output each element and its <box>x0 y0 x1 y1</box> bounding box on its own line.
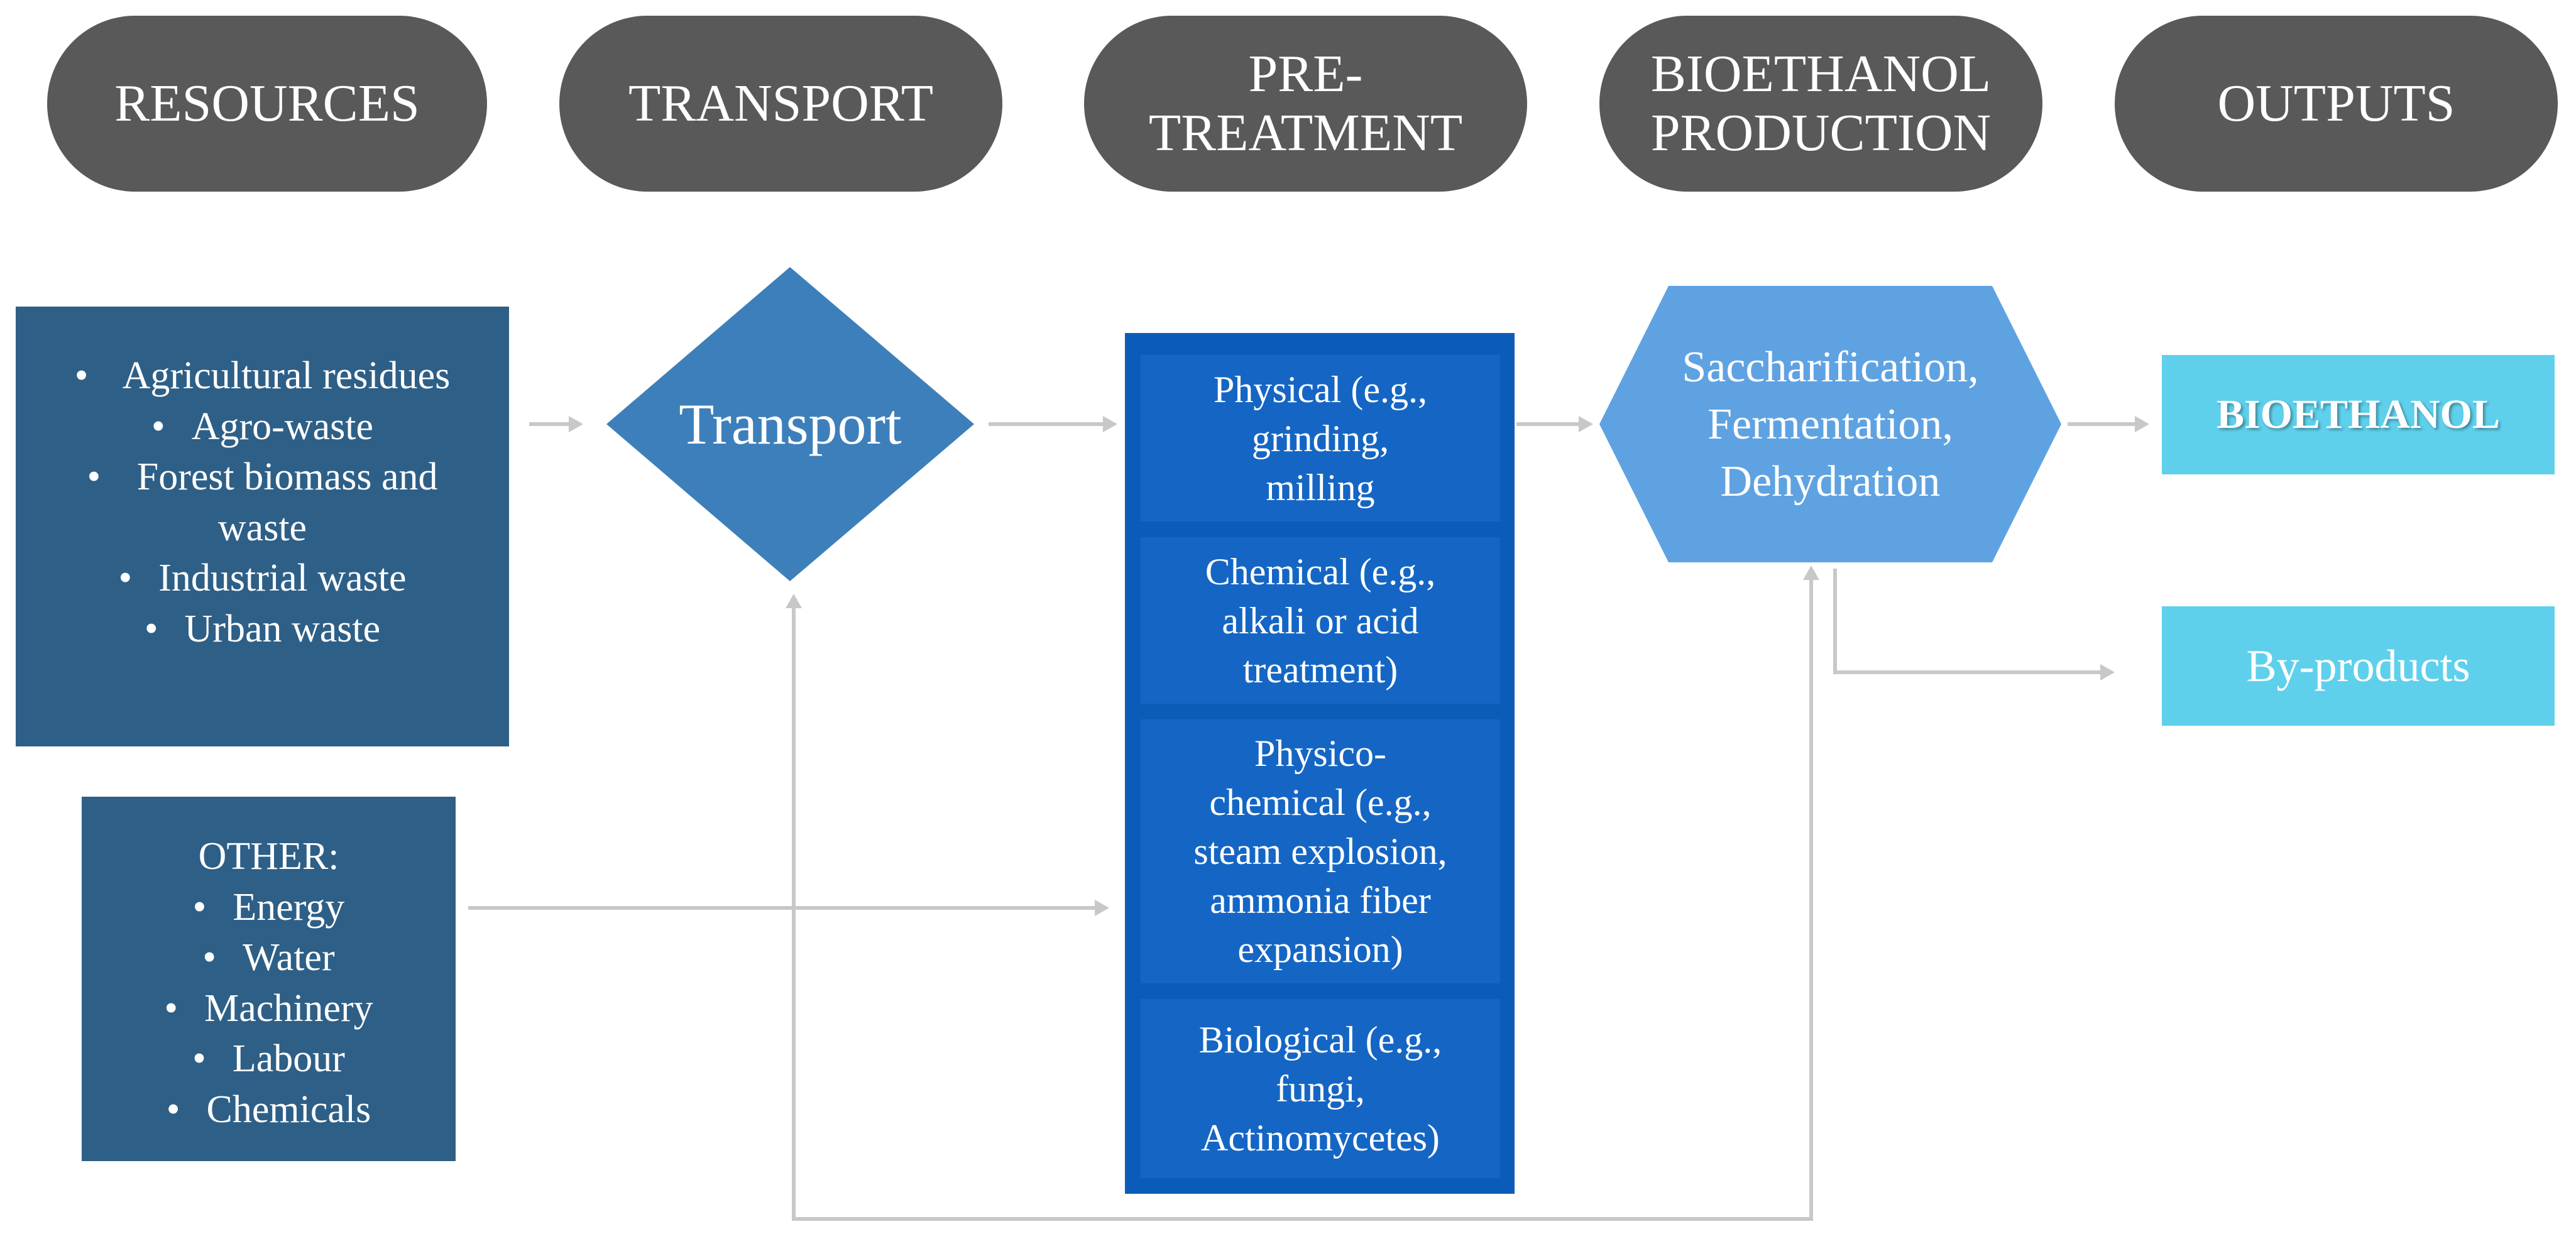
header-transport: TRANSPORT <box>559 16 1002 192</box>
resource-item: Urban waste <box>16 604 509 655</box>
resource-item: Agricultural residues <box>16 351 509 401</box>
arrowhead-production <box>1579 416 1593 432</box>
resources-box: Agricultural residues Agro-waste Forest … <box>16 307 509 746</box>
header-resources: RESOURCES <box>47 16 487 192</box>
resource-item: Forest biomass and waste <box>16 452 509 553</box>
arrowhead-loop-transport <box>786 594 802 608</box>
header-outputs: OUTPUTS <box>2115 16 2558 192</box>
production-hexagon <box>1599 286 2061 562</box>
resources-list: Agricultural residues Agro-waste Forest … <box>16 351 509 655</box>
transport-label: Transport <box>679 392 902 456</box>
production-label: Saccharification, Fermentation, Dehydrat… <box>1682 342 1979 506</box>
arrowhead-transport <box>569 416 583 432</box>
header-pre-treatment: PRE-TREATMENT <box>1084 16 1527 192</box>
arrowhead-byproducts <box>2100 664 2115 680</box>
arrowhead-loop-production <box>1803 565 1819 580</box>
arrow-production-to-byproducts <box>1833 569 2108 674</box>
pretreatment-physico-chemical: Physico- chemical (e.g., steam explosion… <box>1141 719 1500 983</box>
pretreatment-biological: Biological (e.g., fungi, Actinomycetes) <box>1141 999 1500 1178</box>
other-item: Labour <box>82 1034 456 1084</box>
arrowhead-other-to-pretreatment <box>1095 900 1109 916</box>
arrowhead-pretreatment <box>1103 416 1117 432</box>
other-resources-box: OTHER: Energy Water Machinery Labour Che… <box>82 797 456 1161</box>
transport-diamond <box>606 267 974 581</box>
other-list: Energy Water Machinery Labour Chemicals <box>82 882 456 1135</box>
feedback-loop-line <box>792 573 1813 1221</box>
output-bioethanol: BIOETHANOL <box>2162 355 2555 474</box>
other-item: Chemicals <box>82 1084 456 1135</box>
other-item: Water <box>82 932 456 983</box>
resource-item: Agro-waste <box>16 401 509 452</box>
pretreatment-physical: Physical (e.g., grinding, milling <box>1141 355 1500 521</box>
pretreatment-chemical: Chemical (e.g., alkali or acid treatment… <box>1141 537 1500 704</box>
other-title: OTHER: <box>198 835 339 878</box>
output-byproducts: By-products <box>2162 606 2555 726</box>
other-item: Machinery <box>82 983 456 1034</box>
resource-item: Industrial waste <box>16 553 509 604</box>
other-item: Energy <box>82 882 456 933</box>
arrowhead-bioethanol <box>2135 416 2149 432</box>
